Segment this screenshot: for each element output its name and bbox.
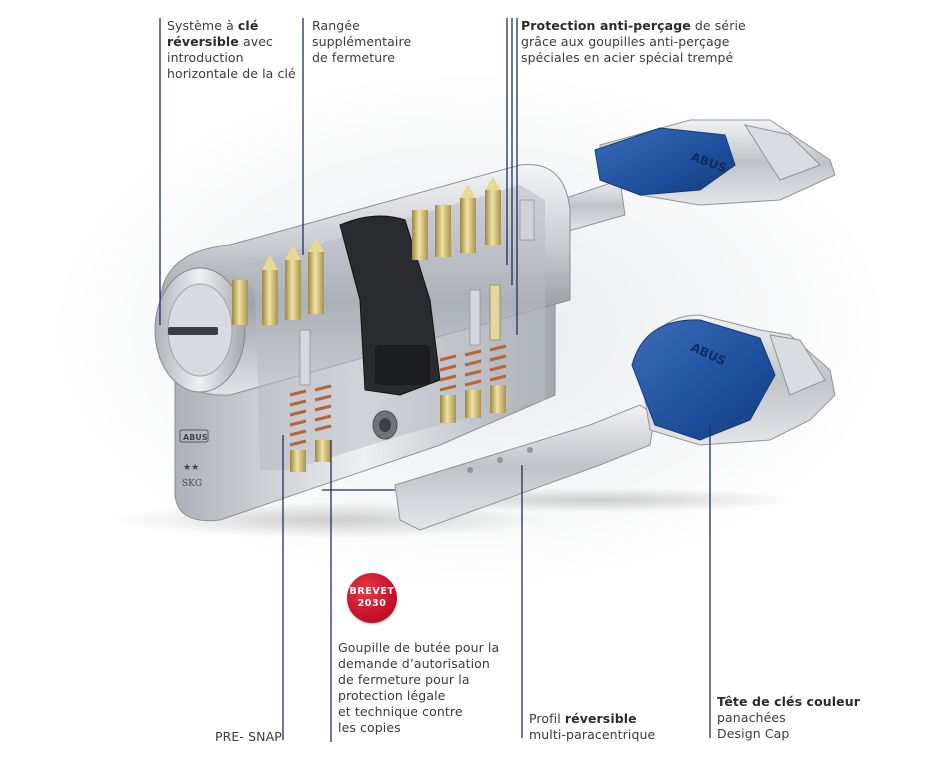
front-key: ABUS [394,314,836,531]
label-text: protection légale [338,688,446,703]
patent-badge: BREVET 2030 [347,573,397,623]
label-text: supplémentaire [312,34,412,49]
label-text: spéciales en acier spécial trempé [521,50,734,65]
label-text: les copies [338,720,401,735]
pins-lower [290,284,506,472]
leader-lines [159,18,711,742]
label-text: PRE- SNAP [215,729,282,744]
label-text: Goupille de butée pour la [338,640,500,655]
pins-back [412,177,535,260]
label-profile: Profil réversible multi-paracentrique [529,711,655,743]
label-text: horizontale de la clé [167,66,296,81]
cylinder-markings: ABUS ★★ SKG [179,429,209,489]
label-stop-pin: Goupille de butée pour la demande d’auto… [338,640,499,736]
label-text: Rangée [312,18,360,33]
pins-front [232,238,324,325]
label-text: grâce aux goupilles anti-perçage [521,34,730,49]
badge-line: BREVET [349,586,395,597]
label-text: de série [690,18,746,33]
label-reversible-key-system: Système à clé réversible avec introducti… [167,18,296,82]
label-anti-drill: Protection anti-perçage de série grâce a… [521,18,746,66]
label-extra-row: Rangée supplémentaire de fermeture [312,18,411,66]
label-pre-snap: PRE- SNAP [215,729,282,745]
label-text: multi-paracentrique [529,727,656,742]
label-text-bold: Tête de clés couleur [717,694,860,709]
label-text: introduction [167,50,244,65]
label-text: Profil [529,711,565,726]
label-text: de fermeture pour la [338,672,470,687]
cylinder-cert: SKG [182,479,202,489]
label-text-bold: Protection anti-perçage [521,18,691,33]
label-text: demande d’autorisation [338,656,490,671]
label-text: et technique contre [338,704,463,719]
label-text-bold: réversible [167,34,239,49]
label-text: avec [238,34,273,49]
label-text-bold: clé [237,18,259,33]
springs [289,344,507,447]
cylinder-brand: ABUS [183,433,208,442]
label-text: panachées [717,710,786,725]
label-text: Système à [167,18,238,33]
label-text: Design Cap [717,726,790,741]
badge-line: 2030 [357,598,387,609]
svg-text:★★: ★★ [183,463,199,473]
rear-key: ABUS [559,119,836,233]
label-key-head: Tête de clés couleur panachées Design Ca… [717,694,860,742]
label-text: de fermeture [312,50,396,65]
label-text-bold: réversible [564,711,637,726]
